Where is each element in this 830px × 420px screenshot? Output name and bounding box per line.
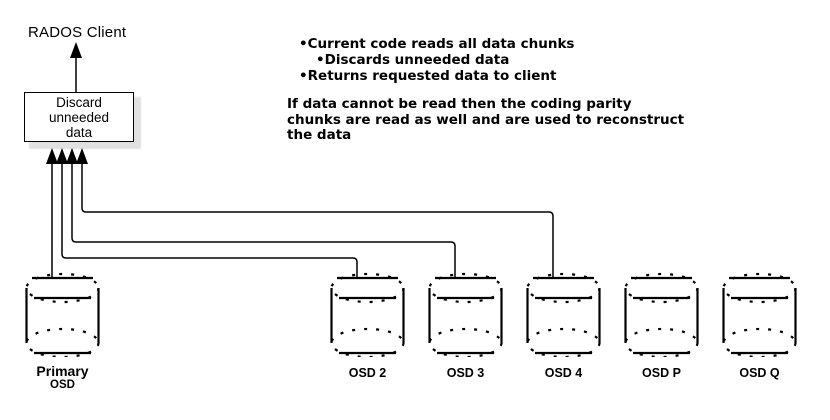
bullet-dot-icon: • (299, 36, 308, 52)
osd-label-primary: Primary OSD (20, 364, 105, 392)
arrowhead-into-box-3 (66, 148, 78, 164)
osd-label-osd2: OSD 2 (348, 366, 387, 380)
discard-box-text: Discard unneeded data (49, 95, 109, 140)
bullet-text-2: Returns requested data to client (307, 68, 557, 84)
osd-cylinder-osd3 (423, 272, 508, 357)
osd-cylinder-osd2 (325, 272, 410, 357)
note-paragraph: If data cannot be read then the coding p… (287, 96, 685, 144)
note-line-1: If data cannot be read then the coding p… (287, 96, 632, 112)
bullet-item-0: •Current code reads all data chunks (299, 36, 574, 52)
osd-label-osdp: OSD P (642, 366, 681, 380)
bullet-dot-icon: • (316, 52, 325, 68)
arrowhead-into-box-4 (76, 148, 88, 164)
bullet-text-1: Discards unneeded data (324, 52, 510, 68)
osd-cylinder-osdp (619, 272, 704, 357)
bullet-item-2: •Returns requested data to client (299, 68, 574, 84)
rados-client-label: RADOS Client (28, 24, 127, 41)
bullet-item-1: •Discards unneeded data (299, 52, 574, 68)
discard-box-line-3: data (65, 124, 93, 140)
discard-box-line-1: Discard (56, 94, 102, 110)
bullet-text-0: Current code reads all data chunks (307, 36, 575, 52)
wire-osd4-to-box (81, 162, 554, 277)
note-line-3: the data (287, 127, 352, 143)
note-line-2: chunks are read as well and are used to … (287, 111, 685, 128)
discard-unneeded-data-box: Discard unneeded data (24, 92, 134, 142)
bullet-list: •Current code reads all data chunks •Dis… (299, 36, 574, 84)
osd-cylinder-primary (20, 272, 105, 357)
arrowhead-to-client (70, 42, 82, 58)
osd-label-osd4: OSD 4 (544, 366, 583, 380)
osd-label-primary-line1: Primary (36, 363, 89, 379)
bullet-dot-icon: • (299, 68, 308, 84)
osd-cylinder-osd4 (521, 272, 606, 357)
wire-osd3-to-box (71, 162, 456, 277)
osd-label-osdq: OSD Q (739, 366, 780, 380)
wire-osd2-to-box (61, 162, 358, 277)
arrowhead-into-box-2 (56, 148, 68, 164)
osd-label-primary-line2: OSD (50, 379, 75, 391)
arrowhead-into-box-1 (46, 148, 58, 164)
discard-box-line-2: unneeded (48, 109, 110, 125)
osd-label-osd3: OSD 3 (446, 366, 485, 380)
osd-cylinder-osdq (717, 272, 802, 357)
